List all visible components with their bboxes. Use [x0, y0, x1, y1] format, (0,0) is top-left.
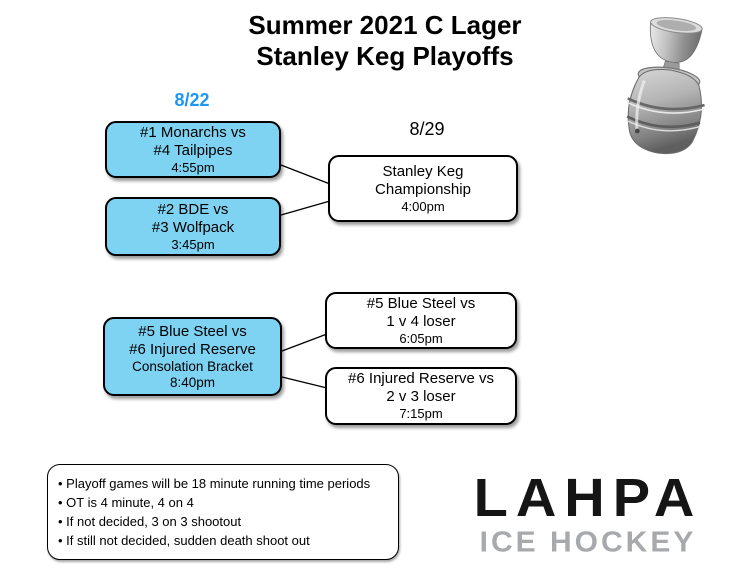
consolation-game-1-teams-line-2: 1 v 4 loser: [386, 312, 456, 330]
consolation-game-2-time: 7:15pm: [399, 406, 443, 421]
championship-name-line-1: Stanley Keg: [382, 162, 464, 180]
note-item: OT is 4 minute, 4 on 4: [58, 493, 388, 512]
semifinal-2-teams-line-2: #3 Wolfpack: [151, 218, 235, 236]
consolation-game-1-box: #5 Blue Steel vs 1 v 4 loser 6:05pm: [325, 292, 517, 349]
stanley-keg-trophy-image: [613, 10, 725, 160]
rules-notes-box: Playoff games will be 18 minute running …: [47, 464, 399, 560]
consolation-opener-teams-line-2: #6 Injured Reserve: [129, 340, 256, 358]
consolation-game-1-teams-line-1: #5 Blue Steel vs: [366, 294, 476, 312]
semifinal-2-time: 3:45pm: [171, 236, 215, 252]
logo-primary-text: LAHPA: [473, 467, 703, 528]
page-title: Summer 2021 C Lager Stanley Keg Playoffs: [35, 10, 734, 72]
note-item: If not decided, 3 on 3 shootout: [58, 512, 388, 531]
championship-date-label: 8/29: [409, 119, 445, 139]
championship-name-line-2: Championship: [375, 180, 471, 198]
consolation-opener-label: Consolation Bracket: [132, 358, 253, 374]
consolation-game-2-teams-line-1: #6 Injured Reserve vs: [348, 370, 494, 387]
note-item: Playoff games will be 18 minute running …: [58, 474, 388, 493]
championship-box: Stanley Keg Championship 4:00pm: [328, 155, 518, 222]
semifinal-1-time: 4:55pm: [171, 159, 215, 175]
connector-line: [280, 200, 331, 216]
logo-secondary-text: ICE HOCKEY: [479, 526, 697, 559]
semifinal-1-box: #1 Monarchs vs #4 Tailpipes 4:55pm: [105, 121, 281, 178]
page-title-line-2: Stanley Keg Playoffs: [256, 41, 514, 71]
semifinal-2-teams-line-1: #2 BDE vs: [157, 200, 229, 218]
semifinal-date-label: 8/22: [174, 90, 210, 110]
consolation-game-1-time: 6:05pm: [399, 330, 443, 346]
consolation-game-2-box: #6 Injured Reserve vs 2 v 3 loser 7:15pm: [325, 367, 517, 425]
semifinal-1-teams-line-2: #4 Tailpipes: [153, 141, 233, 159]
semifinal-2-box: #2 BDE vs #3 Wolfpack 3:45pm: [105, 197, 281, 256]
connector-line: [281, 376, 328, 389]
consolation-opener-box: #5 Blue Steel vs #6 Injured Reserve Cons…: [103, 317, 282, 396]
championship-time: 4:00pm: [401, 198, 445, 214]
semifinal-1-teams-line-1: #1 Monarchs vs: [140, 123, 246, 141]
page-title-line-1: Summer 2021 C Lager: [248, 10, 522, 40]
connector-line: [281, 333, 328, 352]
consolation-game-2-teams-line-2: 2 v 3 loser: [386, 388, 456, 405]
connector-line: [280, 164, 331, 185]
note-item: If still not decided, sudden death shoot…: [58, 531, 388, 550]
consolation-opener-time: 8:40pm: [169, 374, 216, 390]
trophy-graphic: [626, 17, 705, 155]
lahpa-logo: LAHPA ICE HOCKEY: [448, 470, 728, 558]
consolation-opener-teams-line-1: #5 Blue Steel vs: [138, 322, 247, 340]
